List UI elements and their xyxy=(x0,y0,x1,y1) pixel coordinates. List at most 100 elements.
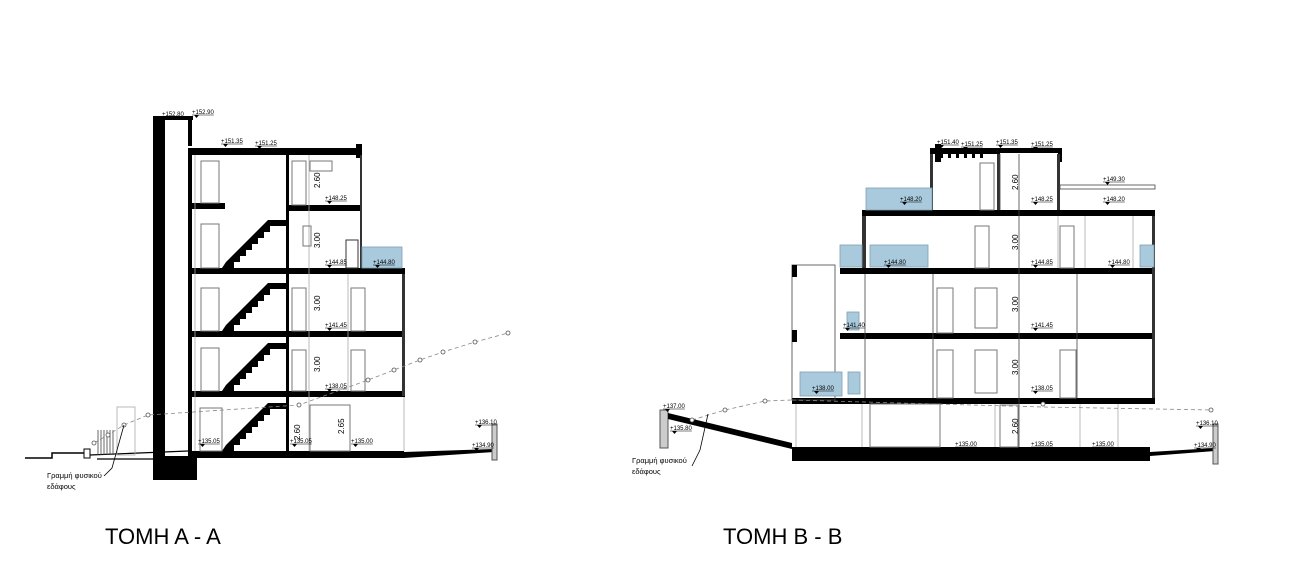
level-label: +135.00 xyxy=(955,442,978,448)
level-marker-icon xyxy=(939,145,944,148)
level-label: +138.00 xyxy=(812,386,835,392)
level-label: +138.05 xyxy=(325,384,348,390)
level-label: +135.80 xyxy=(670,426,693,432)
level-label: +148.25 xyxy=(325,196,348,202)
level-label: +141.45 xyxy=(325,323,348,329)
level-label: +136.10 xyxy=(1196,421,1219,427)
floor-slabs xyxy=(792,144,1155,461)
level-label: +149.30 xyxy=(1103,177,1126,183)
level-marker-icon xyxy=(164,117,169,120)
level-marker-icon xyxy=(998,145,1003,148)
level-marker-icon xyxy=(292,444,297,447)
level-marker-icon xyxy=(1105,202,1110,205)
elevator-pit xyxy=(153,456,197,480)
level-label: +134.90 xyxy=(1194,443,1217,449)
shaft-wall xyxy=(188,116,192,146)
level-marker-icon xyxy=(957,447,962,450)
level-marker-icon xyxy=(200,444,205,447)
level-marker-icon xyxy=(223,144,228,147)
level-label: +152.80 xyxy=(162,112,185,118)
level-marker-icon xyxy=(1033,447,1038,450)
level-label: +151.25 xyxy=(255,141,278,147)
doors xyxy=(199,160,366,452)
elevator-shaft-wall xyxy=(153,117,165,479)
level-marker-icon xyxy=(814,391,819,394)
level-label: +138.05 xyxy=(1031,386,1054,392)
level-label: +144.80 xyxy=(1108,260,1131,266)
height-label: 2.60 xyxy=(1011,418,1020,434)
level-marker-icon xyxy=(886,265,891,268)
level-marker-icon xyxy=(1033,391,1038,394)
level-marker-icon xyxy=(1196,448,1201,451)
height-label: 3.00 xyxy=(1011,359,1020,375)
level-label: +135.05 xyxy=(198,439,221,445)
ground-note: Γραμμή φυσικού xyxy=(632,456,687,465)
section-b: +151.40 +151.25 +151.35 +151.25 +149.30 … xyxy=(632,140,1219,549)
level-labels: +152.80 +152.90 +151.35 +151.25 +148.25 … xyxy=(162,110,498,451)
level-marker-icon xyxy=(474,448,479,451)
level-label: +144.85 xyxy=(1031,260,1054,266)
height-label: 3.00 xyxy=(1011,234,1020,250)
level-marker-icon xyxy=(902,202,907,205)
level-marker-icon xyxy=(1198,426,1203,429)
level-label: +151.40 xyxy=(937,140,960,146)
level-label: +151.35 xyxy=(221,139,244,145)
level-marker-icon xyxy=(353,444,358,447)
natural-ground-line xyxy=(91,330,511,477)
height-label: 3.00 xyxy=(313,356,322,372)
doors xyxy=(869,162,1077,448)
stairs xyxy=(222,220,288,451)
level-label: +135.00 xyxy=(1092,442,1115,448)
level-label: +148.20 xyxy=(1103,197,1126,203)
height-label: 3.00 xyxy=(313,295,322,311)
height-dimensions: 2.60 3.00 3.00 3.00 2.60 2.65 xyxy=(293,172,346,440)
section-title: ΤΟΜΗ Α - Α xyxy=(105,524,221,549)
level-marker-icon xyxy=(1033,328,1038,331)
level-marker-icon xyxy=(327,201,332,204)
level-marker-icon xyxy=(1033,202,1038,205)
level-marker-icon xyxy=(665,409,670,412)
level-label: +144.80 xyxy=(884,260,907,266)
balcony-glass-railings xyxy=(799,187,1155,397)
level-label: +151.25 xyxy=(1031,142,1054,148)
level-label: +151.35 xyxy=(996,140,1019,146)
height-label: 2.60 xyxy=(313,172,322,188)
height-label: 2.60 xyxy=(293,424,302,440)
ground-note: Γραμμή φυσικού xyxy=(47,471,102,480)
level-label: +137.00 xyxy=(663,404,686,410)
level-labels: +151.40 +151.25 +151.35 +151.25 +149.30 … xyxy=(663,140,1219,451)
section-title: ΤΟΜΗ Β - Β xyxy=(723,524,842,549)
height-label: 2.65 xyxy=(337,418,346,434)
level-label: +141.40 xyxy=(843,323,866,329)
ground-note: εδάφους xyxy=(632,467,661,476)
level-label: +148.25 xyxy=(1031,197,1054,203)
walls xyxy=(791,152,1156,447)
level-marker-icon xyxy=(1094,447,1099,450)
level-marker-icon xyxy=(327,265,332,268)
level-marker-icon xyxy=(327,328,332,331)
height-label: 2.60 xyxy=(1011,174,1020,190)
level-marker-icon xyxy=(672,431,677,434)
walls xyxy=(194,155,405,455)
height-label: 3.00 xyxy=(313,232,322,248)
level-label: +135.05 xyxy=(1031,442,1054,448)
height-dimensions: 2.60 3.00 3.00 3.00 2.60 xyxy=(1011,174,1020,434)
ground-line xyxy=(25,406,498,461)
level-marker-icon xyxy=(477,425,482,428)
level-marker-icon xyxy=(257,146,262,149)
ground-note: εδάφους xyxy=(47,482,76,491)
level-marker-icon xyxy=(1105,182,1110,185)
level-label: +151.25 xyxy=(961,142,984,148)
natural-ground-line xyxy=(689,398,1214,467)
level-marker-icon xyxy=(845,328,850,331)
level-marker-icon xyxy=(1033,147,1038,150)
level-marker-icon xyxy=(1033,265,1038,268)
level-label: +134.90 xyxy=(472,443,495,449)
floor-slabs xyxy=(188,144,405,458)
level-marker-icon xyxy=(194,115,199,118)
level-marker-icon xyxy=(1110,265,1115,268)
level-label: +135.05 xyxy=(290,439,313,445)
height-label: 3.00 xyxy=(1011,296,1020,312)
balcony-glass-railing xyxy=(361,246,403,269)
